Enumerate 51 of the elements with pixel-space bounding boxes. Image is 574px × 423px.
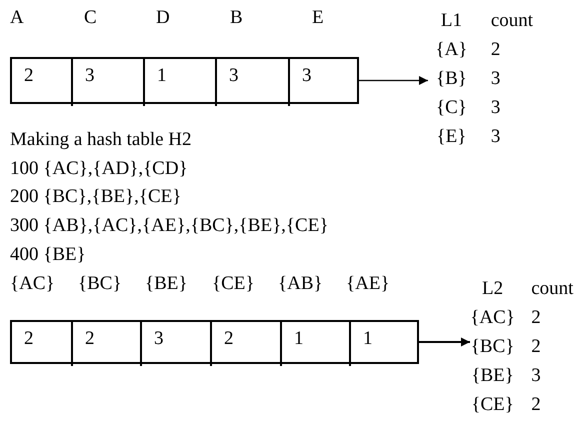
table-cell-text: 3 <box>490 96 502 120</box>
array-cell: 3 <box>71 59 143 106</box>
table-header: L1 <box>440 9 463 33</box>
table-header: count <box>531 277 574 301</box>
column-header: {CE} <box>212 272 255 296</box>
text-line: 400 {BE} <box>10 243 86 267</box>
array-cell: 3 <box>288 59 361 106</box>
table-cell-text: {A} <box>434 38 468 62</box>
table-cell-text: 2 <box>490 38 502 62</box>
table-cell-text: 2 <box>531 306 542 330</box>
table-cell-text: {BE} <box>470 364 515 388</box>
table-cell-text: {B} <box>434 67 468 91</box>
table-cell-text: {AC} <box>470 306 516 330</box>
column-header: {BC} <box>78 272 122 296</box>
table-cell-text: {BC} <box>470 335 516 359</box>
column-header: {BE} <box>145 272 188 296</box>
table-header: count <box>490 9 534 33</box>
array-cell: 2 <box>12 59 71 106</box>
column-header: {AE} <box>346 272 390 296</box>
text-line: Making a hash table H2 <box>10 128 192 152</box>
table-cell-text: 3 <box>531 364 542 388</box>
table-cell-text: 3 <box>490 67 502 91</box>
array-cell: 1 <box>349 322 421 366</box>
array-cell: 2 <box>12 322 71 366</box>
arrow <box>419 338 470 346</box>
array-cell: 1 <box>143 59 215 106</box>
column-header: C <box>84 6 97 30</box>
column-header: {AB} <box>278 272 323 296</box>
table-header: L2 <box>481 277 504 301</box>
table-cell-text: 2 <box>531 393 542 417</box>
arrow <box>359 76 428 85</box>
text-line: 200 {BC},{BE},{CE} <box>10 185 182 209</box>
array-cell: 3 <box>140 322 210 366</box>
text-line: 100 {AC},{AD},{CD} <box>10 157 188 181</box>
table-cell-text: {E} <box>436 125 468 149</box>
column-header: {AC} <box>10 272 55 296</box>
array-box <box>10 57 359 104</box>
array-box <box>10 320 419 364</box>
table-cell-text: 2 <box>531 335 542 359</box>
column-header: E <box>312 6 324 30</box>
table-cell-text: {C} <box>434 96 468 120</box>
table-cell-text: 3 <box>490 125 502 149</box>
array-cell: 2 <box>210 322 280 366</box>
array-cell: 2 <box>71 322 140 366</box>
text-line: 300 {AB},{AC},{AE},{BC},{BE},{CE} <box>10 214 328 238</box>
column-header: B <box>230 6 243 30</box>
table-cell-text: {CE} <box>470 393 515 417</box>
column-header: D <box>156 6 170 30</box>
array-cell: 3 <box>215 59 288 106</box>
array-cell: 1 <box>280 322 349 366</box>
column-header: A <box>10 6 24 30</box>
